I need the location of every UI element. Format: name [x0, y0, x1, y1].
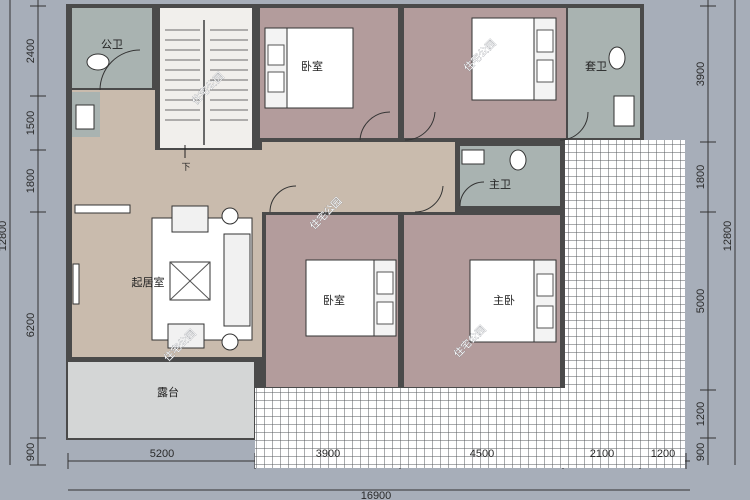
dim-left-1: 2400	[25, 39, 37, 63]
dim-left-total: 12800	[0, 221, 9, 252]
dim-right-3: 5000	[695, 289, 707, 313]
label-master-bedroom: 主卧	[493, 294, 515, 307]
dim-bottom-1: 5200	[150, 448, 174, 460]
dim-left-3: 1800	[25, 169, 37, 193]
dim-bottom-4: 2100	[590, 448, 614, 460]
door-swings	[99, 49, 589, 213]
public-bath-floor	[72, 8, 152, 88]
dim-bottom-5: 1200	[651, 448, 675, 460]
dim-left-5: 900	[25, 443, 37, 461]
tv-cabinet	[72, 204, 131, 305]
label-living-room: 起居室	[132, 275, 165, 289]
tile-area-south	[255, 388, 565, 468]
terrace-floor	[68, 362, 254, 438]
bed-bedroom-3	[471, 17, 557, 101]
bed-bedroom-2	[305, 259, 397, 337]
bed-bedroom-1	[264, 27, 354, 109]
label-bedroom-2: 卧室	[323, 293, 345, 307]
dim-right-1: 3900	[695, 62, 707, 86]
dim-bottom-3: 4500	[470, 448, 494, 460]
dim-bottom-total: 16900	[361, 490, 392, 500]
staircase[interactable]	[160, 8, 252, 148]
toilet-public-bath	[75, 53, 110, 130]
bed-master-bedroom	[469, 259, 557, 343]
label-master-bath: 主卫	[489, 178, 511, 191]
dim-right-total: 12800	[722, 221, 734, 252]
fixtures-ensuite	[608, 46, 635, 127]
tile-area-corner	[565, 388, 685, 468]
dim-right-5: 900	[695, 443, 707, 461]
label-public-bath: 公卫	[101, 38, 123, 51]
fixtures-master-bath	[461, 149, 527, 171]
sofa-set	[151, 205, 253, 351]
label-terrace: 露台	[157, 385, 179, 399]
label-stair-down: 下	[181, 163, 190, 173]
dim-bottom-2: 3900	[316, 448, 340, 460]
stair-treads	[165, 20, 248, 158]
dim-left-2: 1500	[25, 111, 37, 135]
dim-left-4: 6200	[25, 313, 37, 337]
dim-right-4: 1200	[695, 402, 707, 426]
label-ensuite: 套卫	[585, 60, 607, 73]
label-bedroom-1: 卧室	[301, 59, 323, 73]
dim-right-2: 1800	[695, 165, 707, 189]
